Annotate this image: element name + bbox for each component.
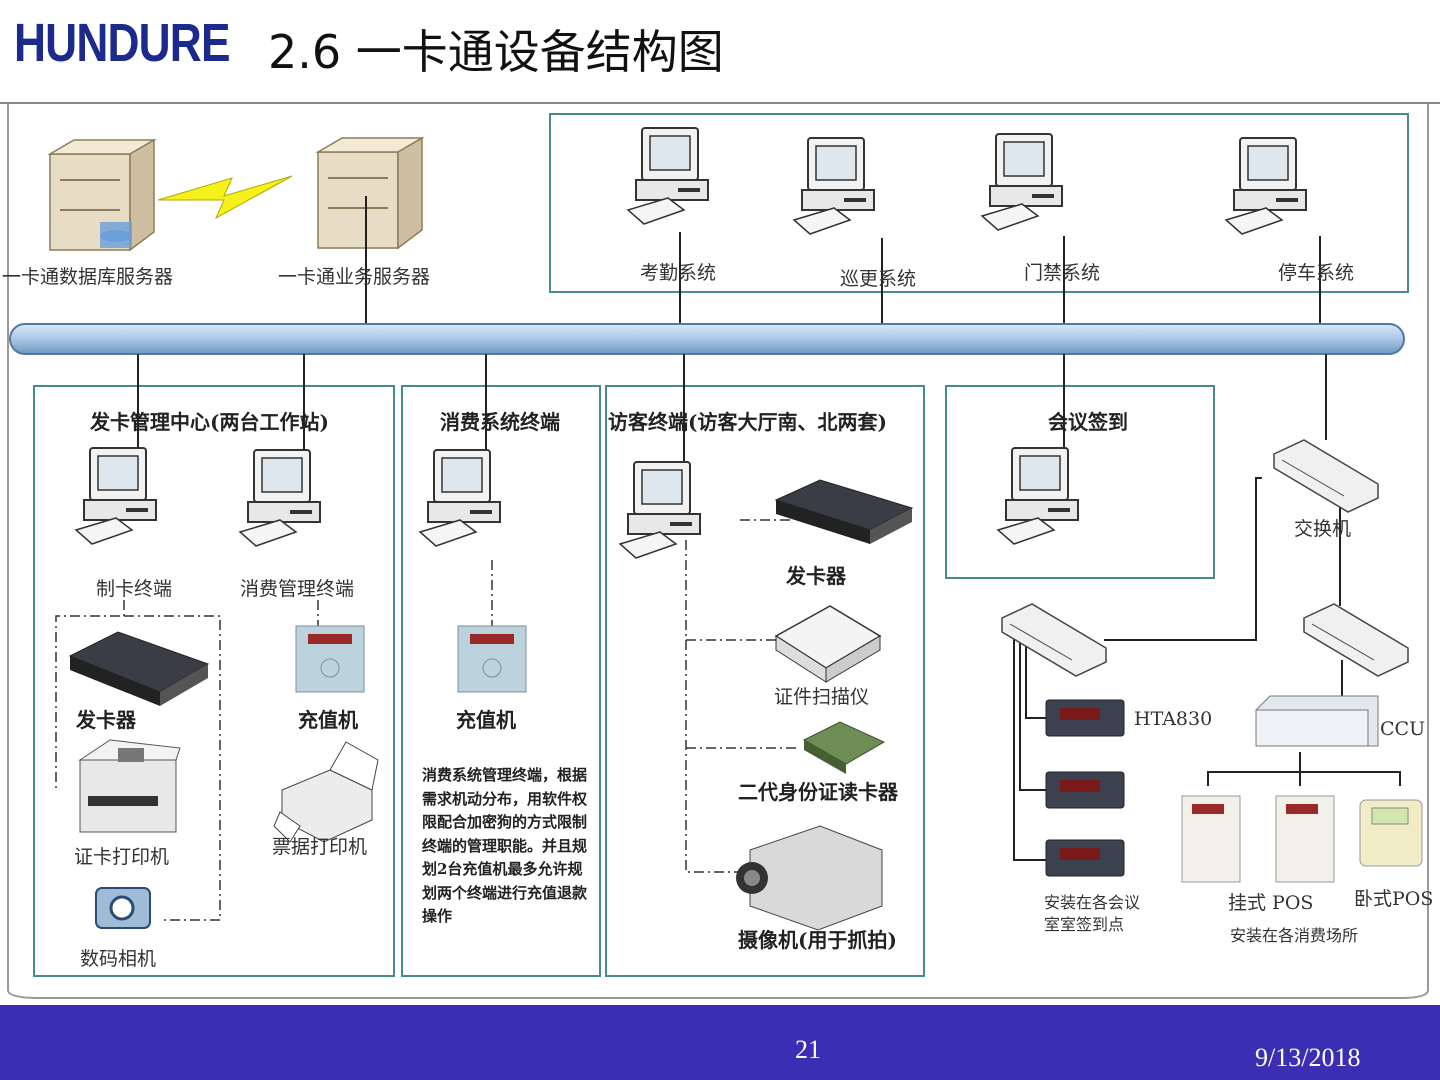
wall-pos-icon: [1275, 795, 1335, 883]
card-issuer-icon: [68, 631, 210, 706]
biz-server-label: 一卡通业务服务器: [278, 266, 431, 288]
page-number: 21: [795, 1035, 821, 1064]
camera-label: 数码相机: [80, 948, 157, 970]
computer-icon: [793, 137, 875, 235]
card-issuer-label: 发卡器: [76, 708, 136, 732]
pos-note: 安装在各消费场所: [1230, 926, 1359, 945]
network-bus: [9, 323, 1405, 355]
biz-server-icon: [317, 137, 423, 249]
capture-camera-label: 摄像机(用于抓拍): [738, 928, 897, 952]
ccu-icon: [1255, 695, 1379, 747]
desk-pos-icon: [1359, 799, 1423, 867]
system-label-patrol: 巡更系统: [840, 268, 917, 290]
computer-icon: [239, 449, 321, 547]
computer-icon: [419, 449, 501, 547]
visitor-box: [605, 385, 925, 977]
diagram-frame: [7, 104, 1429, 999]
link-bolt-icon: [157, 175, 293, 220]
slide-header: HUNDURE 2.6 一卡通设备结构图: [0, 0, 1440, 100]
card-maker-label: 制卡终端: [96, 578, 173, 600]
computer-icon: [1225, 137, 1307, 235]
desk-pos-label: 卧式POS: [1354, 888, 1434, 910]
meeting-box: [945, 385, 1215, 579]
visitor-issuer-label: 发卡器: [786, 564, 846, 588]
page-title: 2.6 一卡通设备结构图: [268, 25, 724, 79]
hta-note: 安装在各会议室室签到点: [1044, 893, 1141, 934]
id-reader-label: 二代身份证读卡器: [738, 780, 898, 804]
consume-mgmt-label: 消费管理终端: [240, 578, 355, 600]
slide-date: 9/13/2018: [1255, 1043, 1361, 1072]
recharge-machine-icon: [457, 625, 527, 693]
company-logo: HUNDURE: [14, 13, 230, 73]
computer-icon: [619, 461, 701, 559]
camera-icon: [95, 887, 151, 929]
card-printer-icon: [78, 739, 181, 833]
recharge-label: 充值机: [298, 708, 358, 732]
consume-note: 消费系统管理终端，根据需求机动分布，用软件权限配合加密狗的方式限制终端的管理职能…: [422, 766, 588, 925]
hta-label: HTA830: [1134, 708, 1213, 730]
card-center-box: [33, 385, 395, 977]
ccu-label: CCU: [1380, 718, 1426, 740]
db-server-label: 一卡通数据库服务器: [2, 266, 174, 288]
wall-pos-label: 挂式 POS: [1228, 892, 1314, 914]
consume-title: 消费系统终端: [440, 410, 560, 434]
consume-box: [401, 385, 601, 977]
db-server-icon: [49, 139, 155, 251]
computer-icon: [75, 447, 157, 545]
system-label-access: 门禁系统: [1024, 262, 1101, 284]
scanner-icon: [774, 605, 882, 683]
top-systems-box: [549, 113, 1409, 293]
switch-icon: [1303, 603, 1409, 677]
scanner-label: 证件扫描仪: [774, 686, 870, 708]
card-issuer-icon: [774, 479, 914, 544]
recharge-machine-icon: [295, 625, 365, 693]
switch-icon: [1001, 603, 1107, 677]
switch-label: 交换机: [1294, 518, 1352, 540]
receipt-printer-label: 票据打印机: [272, 836, 368, 858]
hta-terminal-icon: [1045, 699, 1125, 737]
footer-bar: 21 9/13/2018: [0, 1005, 1440, 1080]
card-printer-label: 证卡打印机: [74, 846, 170, 868]
hta-terminal-icon: [1045, 839, 1125, 877]
system-label-attendance: 考勤系统: [640, 262, 717, 284]
id-reader-icon: [802, 721, 886, 774]
card-center-title: 发卡管理中心(两台工作站): [90, 410, 329, 434]
system-label-parking: 停车系统: [1278, 262, 1355, 284]
consume-recharge-label: 充值机: [456, 708, 516, 732]
visitor-title: 访客终端(访客大厅南、北两套): [608, 410, 887, 434]
wall-pos-icon: [1181, 795, 1241, 883]
computer-icon: [627, 127, 709, 225]
receipt-printer-icon: [273, 741, 379, 843]
camera-icon: [736, 825, 883, 931]
hta-terminal-icon: [1045, 771, 1125, 809]
computer-icon: [981, 133, 1063, 231]
meeting-title: 会议签到: [1048, 410, 1128, 434]
header-rule: [0, 102, 1440, 104]
computer-icon: [997, 447, 1079, 545]
switch-icon: [1273, 439, 1379, 513]
